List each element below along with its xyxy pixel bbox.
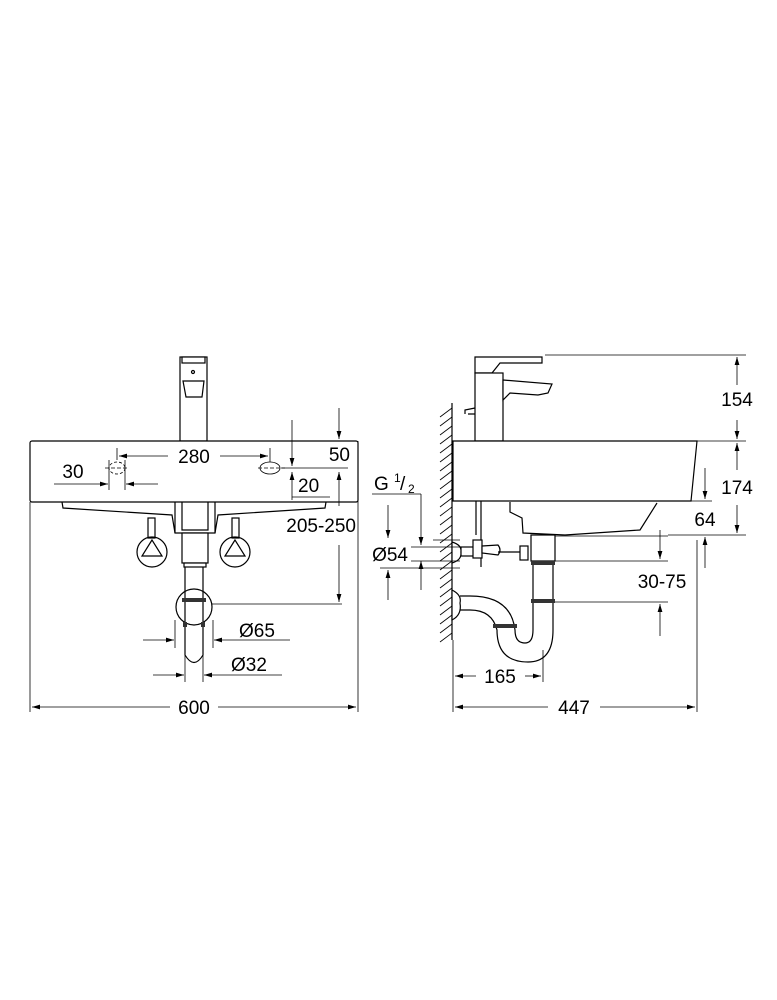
hatch-line (439, 425, 453, 436)
dim-30-75: 30-75 (638, 572, 687, 593)
angle-valve-left (136, 517, 168, 568)
hatch-line (439, 506, 453, 517)
hatch-line (439, 488, 453, 499)
hatch-line (439, 497, 453, 508)
hatch-line (439, 605, 453, 616)
dimension-lines-side (372, 354, 746, 712)
svg-text:/: / (400, 474, 406, 495)
hatch-line (439, 623, 453, 634)
dim-600: 600 (178, 698, 210, 719)
svg-text:2: 2 (408, 482, 415, 496)
hatch-line (439, 479, 453, 490)
hatch-line (439, 569, 453, 580)
tap-hole-left (105, 460, 129, 490)
hatch-line (439, 560, 453, 571)
side-view: 154 174 64 447 165 30-75 Ø54 G 1 / 2 (372, 354, 753, 719)
angle-valve-right (219, 517, 251, 568)
dim-diameter-32: Ø32 (231, 655, 267, 676)
hatch-line (439, 434, 453, 445)
dim-447: 447 (558, 698, 590, 719)
hatch-line (439, 515, 453, 526)
thread-label-g-half: G 1 / 2 (374, 471, 415, 496)
dim-diameter-65: Ø65 (239, 621, 275, 642)
dim-diameter-54: Ø54 (372, 545, 408, 566)
dim-280: 280 (178, 447, 210, 468)
dim-165: 165 (484, 667, 516, 688)
trap-front (175, 532, 213, 664)
tap-front (179, 356, 208, 442)
hatch-line (439, 416, 453, 427)
basin-side (452, 440, 698, 502)
hatch-line (439, 461, 453, 472)
tap-side (464, 356, 553, 442)
hatch-line (439, 614, 453, 625)
dim-154: 154 (721, 390, 753, 411)
dim-174: 174 (721, 478, 753, 499)
hatch-line (439, 596, 453, 607)
hatch-line (439, 452, 453, 463)
hatch-line (439, 524, 453, 535)
svg-text:1: 1 (394, 471, 401, 485)
hatch-line (439, 551, 453, 562)
front-view: 600 280 30 50 20 205-250 Ø65 Ø32 (29, 356, 359, 719)
hatch-line (439, 533, 453, 544)
bowl-side (509, 502, 658, 536)
dim-205-250: 205-250 (286, 516, 356, 537)
hatch-line (439, 407, 453, 418)
dim-64: 64 (694, 510, 716, 531)
hatch-line (439, 470, 453, 481)
dimension-lines-front (29, 408, 359, 712)
trap-side (451, 534, 556, 663)
angle-valve-side (451, 501, 529, 567)
hatch-line (439, 587, 453, 598)
svg-text:G: G (374, 474, 389, 495)
dim-20: 20 (298, 476, 319, 497)
hatch-line (439, 578, 453, 589)
dim-30: 30 (62, 462, 83, 483)
dim-50: 50 (329, 445, 350, 466)
hatch-line (439, 443, 453, 454)
hatch-line (439, 542, 453, 553)
hatch-line (439, 632, 453, 643)
wall-hatch (439, 403, 453, 643)
